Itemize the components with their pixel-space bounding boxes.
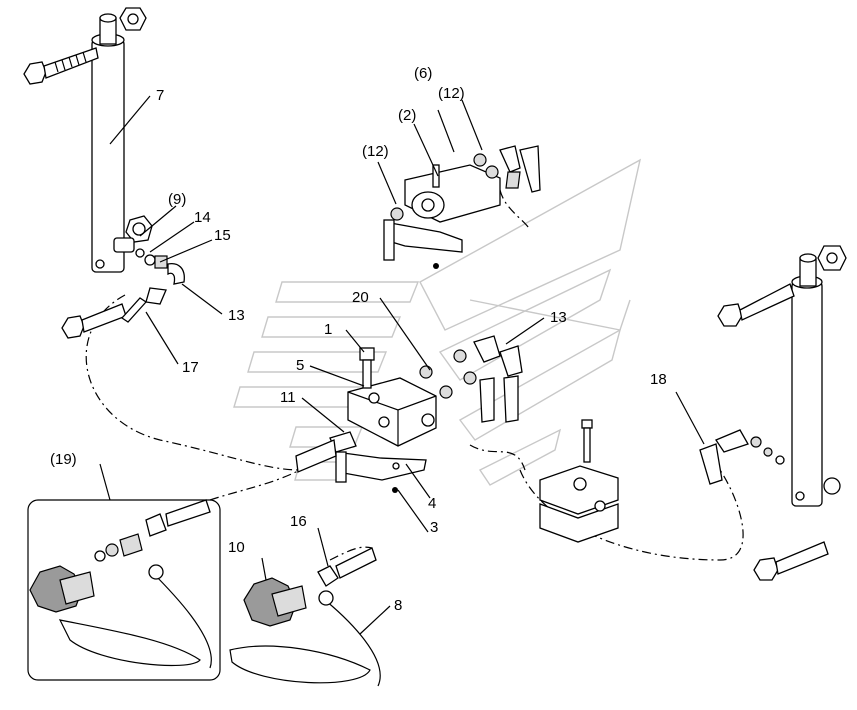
label-11: 11	[280, 389, 296, 406]
cylinder-left	[91, 7, 147, 273]
label-15: 15	[214, 227, 231, 244]
callout-labels: 7 (9) 14 15 13 17 (6) (2) (12) (12) 1 20…	[50, 65, 667, 614]
label-16: 16	[290, 513, 307, 530]
bolt-right-top	[717, 283, 795, 327]
label-13-right: 13	[550, 309, 567, 326]
label-3: 3	[430, 519, 438, 536]
bolt-top-left	[23, 47, 99, 85]
hydraulic-hoses	[85, 189, 744, 561]
valve-top	[383, 145, 541, 269]
fittings-center	[295, 335, 523, 473]
label-10: 10	[228, 539, 245, 556]
label-9: (9)	[168, 191, 186, 208]
kit-box-19	[27, 499, 221, 681]
label-8: 8	[394, 597, 402, 614]
screw-1	[359, 347, 375, 389]
label-4: 4	[428, 495, 436, 512]
bolt-right-bottom	[753, 541, 829, 581]
strap-8	[229, 590, 381, 687]
label-20: 20	[352, 289, 369, 306]
leader-lines	[99, 95, 705, 635]
label-19: (19)	[50, 451, 77, 468]
label-12-left: (12)	[362, 143, 389, 160]
label-17: 17	[182, 359, 199, 376]
label-5: 5	[296, 357, 304, 374]
label-7: 7	[156, 87, 164, 104]
bolt-bottom-left	[61, 303, 127, 339]
coupling-10	[243, 577, 307, 627]
cylinder-right	[791, 245, 847, 507]
hose-fitting-18	[699, 429, 785, 485]
label-6: (6)	[414, 65, 432, 82]
clamp-block	[539, 419, 619, 543]
manifold-block	[335, 377, 437, 493]
label-12-top: (12)	[438, 85, 465, 102]
label-18: 18	[650, 371, 667, 388]
label-13-left: 13	[228, 307, 245, 324]
label-2: (2)	[398, 107, 416, 124]
fitting-16	[317, 547, 377, 587]
fittings-left	[113, 215, 185, 323]
label-1: 1	[324, 321, 332, 338]
label-14: 14	[194, 209, 211, 226]
